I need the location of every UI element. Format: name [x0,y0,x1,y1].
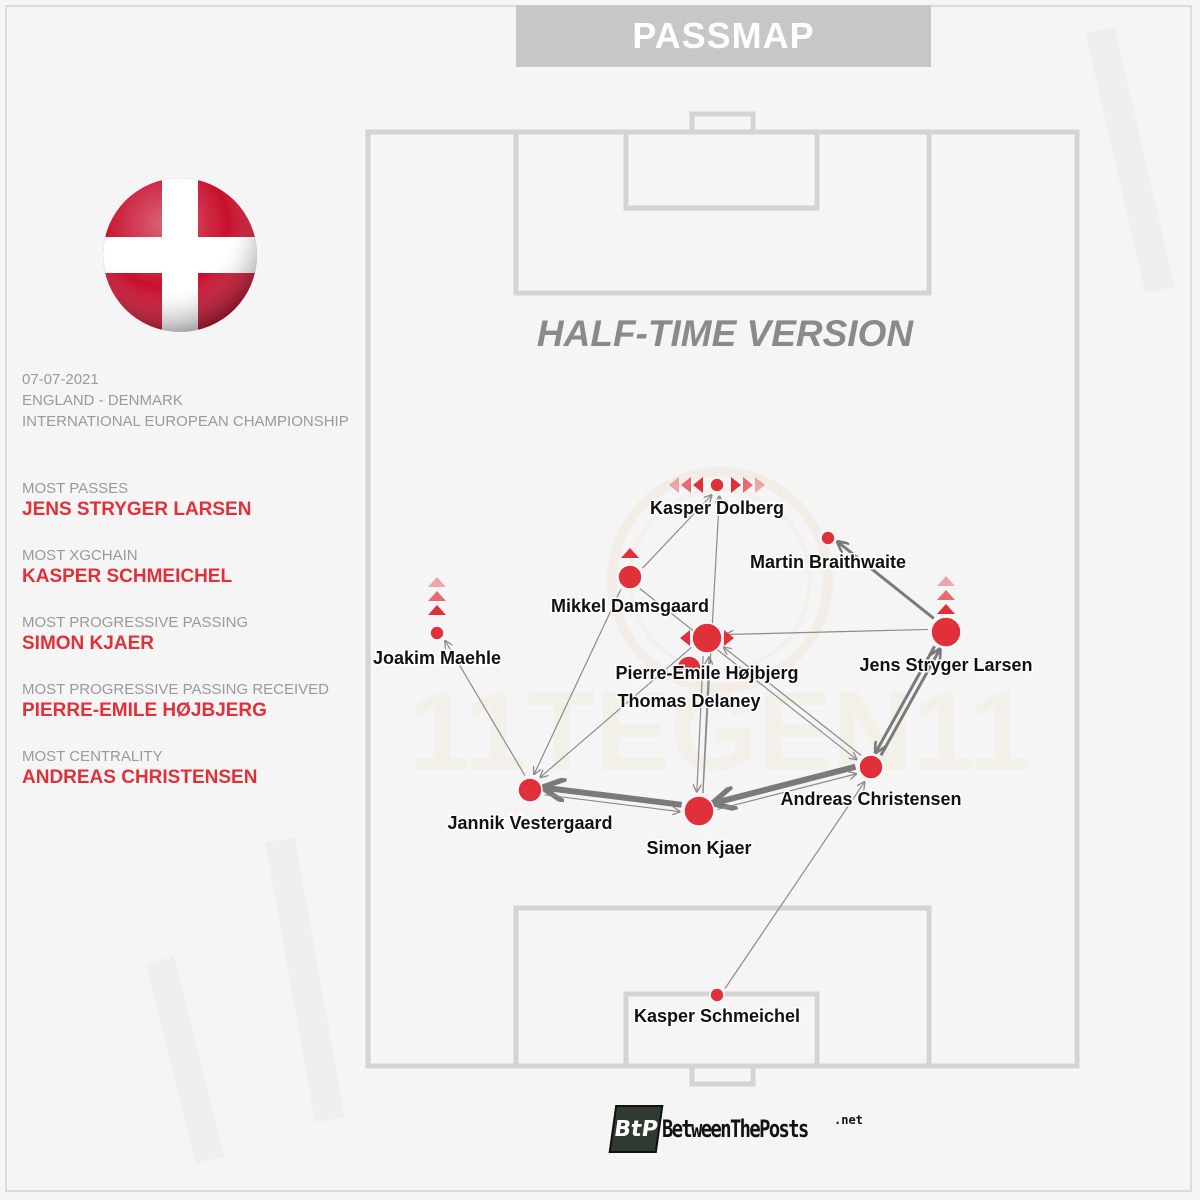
dolberg-right-marker [731,477,741,493]
logo-mark: BtP [608,1105,664,1153]
stat-most-passes: MOST PASSES JENS STRYGER LARSEN [22,480,329,547]
player-node-damsgaard [617,564,643,590]
player-label-damsgaard: Mikkel Damsgaard [551,596,709,616]
player-label-braithwaite: Martin Braithwaite [750,552,906,572]
larsen-up-marker [937,604,955,614]
stat-value: ANDREAS CHRISTENSEN [22,767,258,788]
betweentheposts-logo: BtP BetweenThePosts .net [608,1103,863,1153]
pass-network [445,495,939,989]
player-label-kjaer: Simon Kjaer [646,838,751,858]
hojbjerg-left-marker [680,630,690,646]
match-info: 07-07-2021 ENGLAND - DENMARK INTERNATION… [22,369,349,432]
match-teams: ENGLAND - DENMARK [22,392,183,409]
player-node-maehle [429,625,445,641]
stat-label: MOST PROGRESSIVE PASSING RECEIVED [22,681,330,698]
player-node-braithwaite [820,530,836,546]
pass-line-vestergaard-to-kjaer [544,794,680,812]
player-node-christensen [858,754,884,780]
pass-line-kjaer-to-christensen [717,774,856,811]
pass-line-christensen-to-larsen [879,650,939,757]
player-node-larsen [930,616,962,648]
match-competition: INTERNATIONAL EUROPEAN CHAMPIONSHIP [22,413,349,430]
stats-list: MOST PASSES JENS STRYGER LARSEN MOST XGC… [22,480,329,815]
player-label-schmeichel: Kasper Schmeichel [634,1006,800,1026]
player-node-schmeichel [709,987,725,1003]
watermark-text: 11TEGEN11 [409,669,1032,794]
logo-tld: .net [834,1113,863,1127]
pass-line-larsen-to-braithwaite [838,543,935,620]
pass-line-larsen-to-hojbjerg [726,628,928,634]
player-label-maehle: Joakim Maehle [373,648,501,668]
pass-line-schmeichel-to-christensen [724,782,864,989]
pass-line-larsen-to-christensen [876,645,936,751]
version-subtitle: HALF-TIME VERSION [537,313,914,354]
pass-line-christensen-to-kjaer [716,763,857,803]
larsen-up-marker [937,590,955,600]
pass-line-kjaer-to-vestergaard [546,788,683,808]
maehle-up-marker [428,605,446,615]
player-node-vestergaard [517,777,543,803]
stat-most-xgchain: MOST XGCHAIN KASPER SCHMEICHEL [22,547,329,614]
stat-most-progressive-passing: MOST PROGRESSIVE PASSING SIMON KJAER [22,614,329,681]
dolberg-left-marker [681,477,691,493]
player-nodes [429,477,962,1003]
stat-most-centrality: MOST CENTRALITY ANDREAS CHRISTENSEN [22,748,329,815]
pitch-lines [365,111,1080,1087]
maehle-up-marker [428,577,446,587]
stat-label: MOST CENTRALITY [22,748,163,765]
dolberg-right-marker [743,477,753,493]
match-date: 07-07-2021 [22,371,99,388]
logo-name: BetweenThePosts [662,1115,809,1143]
stat-most-progressive-received: MOST PROGRESSIVE PASSING RECEIVED PIERRE… [22,681,329,748]
player-node-hojbjerg [691,622,723,654]
player-label-delaney: Thomas Delaney [617,691,760,711]
stat-value: SIMON KJAER [22,633,154,654]
stat-label: MOST PROGRESSIVE PASSING [22,614,249,631]
player-label-dolberg: Kasper Dolberg [650,498,784,518]
denmark-flag [102,177,258,333]
pass-line-damsgaard-to-dolberg [642,495,711,569]
player-label-christensen: Andreas Christensen [780,789,961,809]
player-label-hojbjerg: Pierre-Emile Højbjerg [615,663,798,683]
page-title: PASSMAP [516,5,931,67]
hojbjerg-right-marker [724,630,734,646]
pass-line-vestergaard-to-maehle [445,641,526,776]
player-node-dolberg [709,477,725,493]
larsen-up-marker [937,576,955,586]
pass-line-hojbjerg-to-kjaer [697,655,704,792]
watermark-logo: 11TEGEN11 [409,467,1032,794]
direction-markers [428,477,955,646]
stat-label: MOST PASSES [22,480,129,497]
dolberg-left-marker [669,477,679,493]
player-label-larsen: Jens Stryger Larsen [859,655,1032,675]
stat-value: PIERRE-EMILE HØJBJERG [22,700,267,721]
pass-line-hojbjerg-to-vestergaard [540,646,692,777]
player-node-delaney [676,655,702,681]
background-decoration [145,26,1175,1164]
stat-value: JENS STRYGER LARSEN [22,499,252,520]
damsgaard-up-marker [621,548,639,558]
dolberg-right-marker [755,477,765,493]
pass-line-damsgaard-to-vestergaard [534,589,622,774]
player-label-vestergaard: Jannik Vestergaard [447,813,612,833]
pass-line-damsgaard-to-christensen [639,588,857,760]
stat-value: KASPER SCHMEICHEL [22,566,233,587]
player-node-kjaer [683,795,715,827]
maehle-up-marker [428,591,446,601]
pass-line-christensen-to-hojbjerg [724,647,862,756]
dolberg-left-marker [693,477,703,493]
stat-label: MOST XGCHAIN [22,547,138,564]
